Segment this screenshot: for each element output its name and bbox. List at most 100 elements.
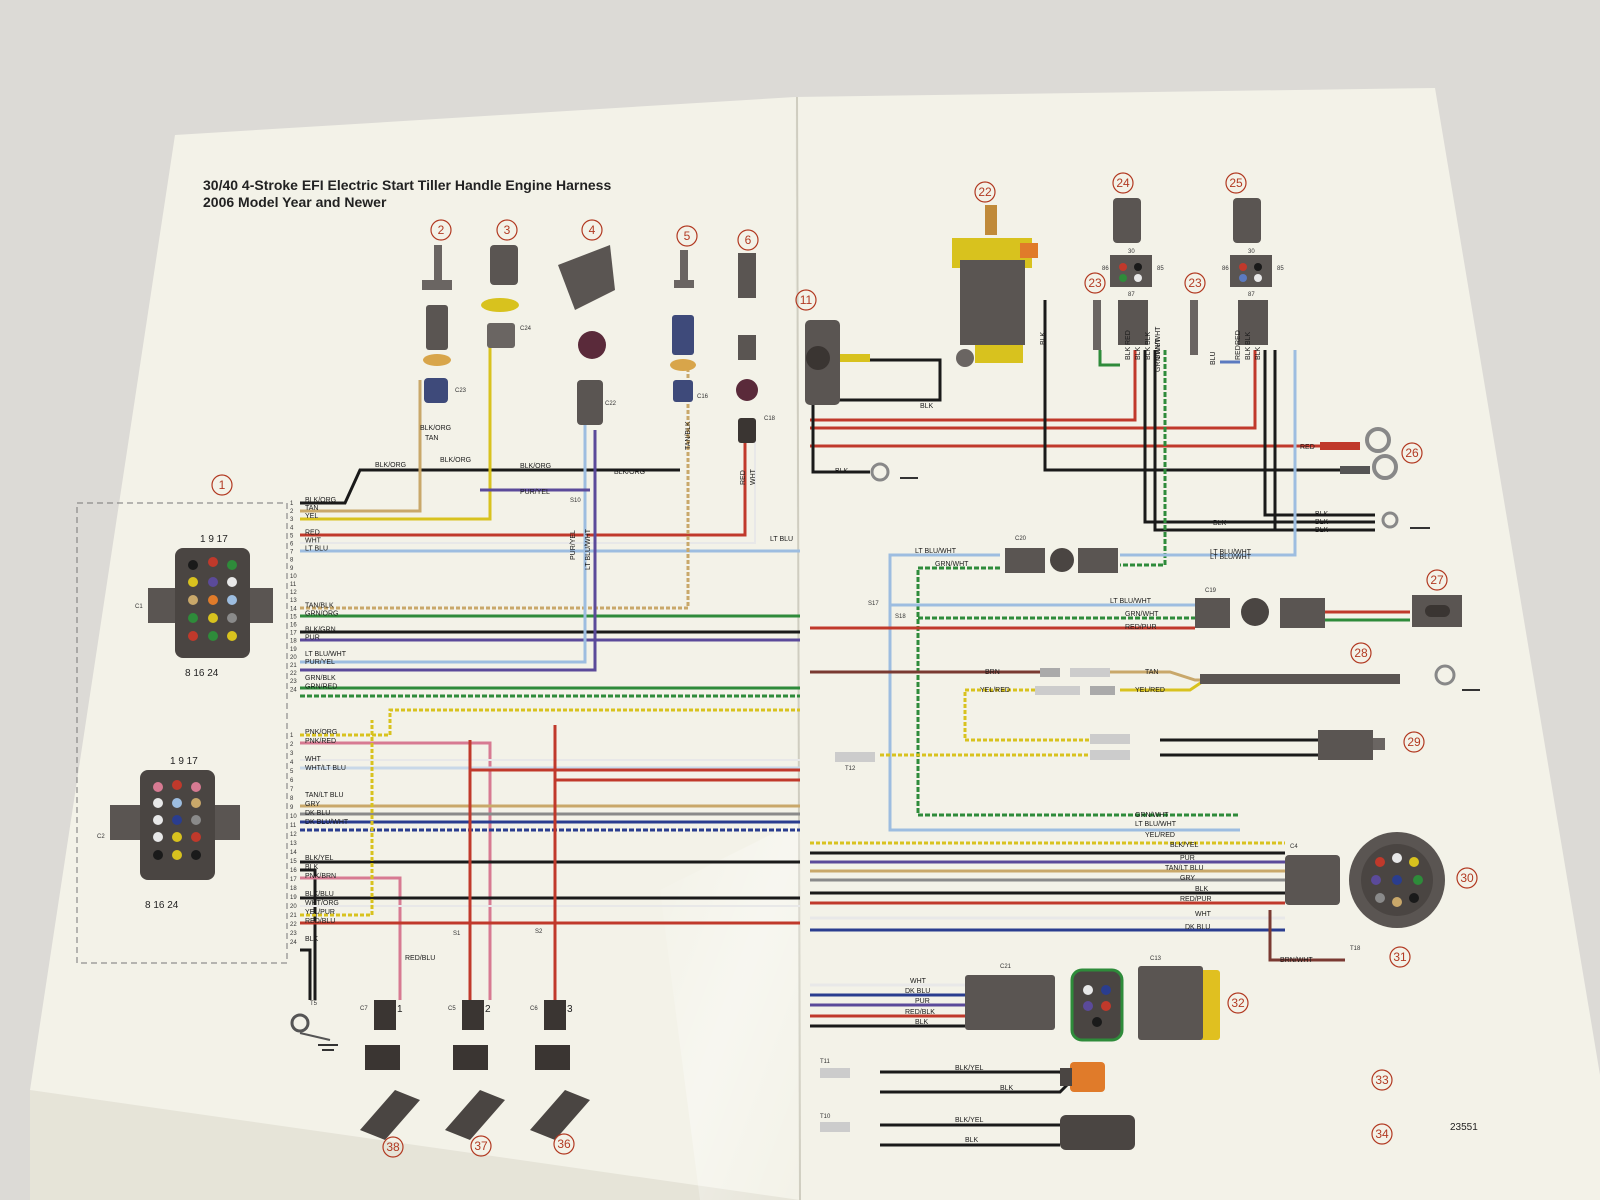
wire-label: RED/PUR <box>1125 624 1157 631</box>
wire-label: BLK <box>920 403 934 410</box>
callout-circle <box>430 219 452 241</box>
pin-wire-label: WHT/LT BLU <box>305 765 346 772</box>
wire-label: RED <box>1235 330 1242 345</box>
wire-label: BLK/YEL <box>955 1117 984 1124</box>
callout-number: 30 <box>1460 871 1474 885</box>
wire-label: LT BLU/WHT <box>915 548 957 555</box>
connector-label: C16 <box>697 394 709 400</box>
splice-label: S2 <box>535 929 543 935</box>
c1-label: C1 <box>135 604 143 610</box>
pin-number: 1 <box>290 733 294 739</box>
pin-number: 4 <box>290 525 294 531</box>
component-33 <box>820 1062 1105 1092</box>
pin-number: 11 <box>290 582 297 588</box>
pin-wire-label: GRY <box>305 801 320 808</box>
callout-circle <box>1184 272 1206 294</box>
callout-circle <box>1389 946 1411 968</box>
wire-label: RED <box>740 470 747 485</box>
connector-label: C23 <box>455 388 467 394</box>
pin-number: 24 <box>290 687 297 693</box>
connector-32-face <box>1070 968 1124 1042</box>
callout-number: 28 <box>1354 646 1368 660</box>
injector-number: 3 <box>567 1004 573 1015</box>
pin-wire-label: BLK <box>305 864 319 871</box>
pin-wire-label: BLK/YEL <box>305 855 334 862</box>
pin-number: 10 <box>290 574 297 580</box>
callout-number: 32 <box>1231 996 1245 1010</box>
wire-label: BLK <box>1145 331 1152 345</box>
callout-number: 27 <box>1430 573 1444 587</box>
pin-wire-label: WHT <box>305 756 322 763</box>
pin-number: 3 <box>290 751 294 757</box>
wire-label: BLK <box>1315 527 1329 534</box>
callout-number: 6 <box>745 233 752 247</box>
pin-number: 18 <box>290 639 297 645</box>
starter-solenoid-22 <box>952 205 1038 367</box>
pin-number: 2 <box>290 742 294 748</box>
wire-label: BLK <box>1245 346 1252 360</box>
pin-number: 17 <box>290 631 297 637</box>
pin-number: 5 <box>290 533 294 539</box>
callout-circle <box>1225 172 1247 194</box>
connector-c19 <box>1195 595 1462 628</box>
terminal-label: T18 <box>1350 946 1361 952</box>
terminal-label: T11 <box>820 1059 831 1065</box>
splice-label: S18 <box>895 614 906 620</box>
callout-number: 25 <box>1229 176 1243 190</box>
wire-label: BLK <box>915 1019 929 1026</box>
c2-label: C2 <box>97 834 105 840</box>
right-wiring <box>810 300 1410 1147</box>
wire-label: BRN/WHT <box>1280 957 1313 964</box>
pin-number: 10 <box>290 814 297 820</box>
callout-number: 3 <box>504 223 511 237</box>
wire-label: BLK <box>1213 520 1227 527</box>
pin-number: 19 <box>290 647 297 653</box>
wire-label: LT BLU/WHT <box>1210 554 1252 561</box>
callout-circle <box>1227 992 1249 1014</box>
wire-label: TAN/BLK <box>685 421 692 450</box>
wire-label: BLU <box>1210 351 1217 365</box>
callout-circle <box>581 219 603 241</box>
wire-label: LT BLU <box>770 536 793 543</box>
wire-label: BLK <box>1000 1085 1014 1092</box>
wire-label: WHT <box>750 468 757 485</box>
pin-number: 12 <box>290 832 297 838</box>
pin-wire-label: RED/BLU <box>305 918 335 925</box>
pin-number: 8 <box>290 558 294 564</box>
connector-c21 <box>965 975 1055 1030</box>
wire-label: BLK <box>835 468 849 475</box>
pin-number: 15 <box>290 859 297 865</box>
component-29 <box>835 730 1385 762</box>
wire-label: BLK <box>1145 346 1152 360</box>
wire-label: BLK <box>1315 519 1329 526</box>
callout-circle <box>737 229 759 251</box>
ecm-connector-c2 <box>110 770 240 880</box>
pin-number: 13 <box>290 841 297 847</box>
relay-terminal-label: 30 <box>1248 249 1255 255</box>
wire-label: BLK <box>965 1137 979 1144</box>
wire-label: TAN <box>1145 669 1158 676</box>
pin-number: 24 <box>290 940 297 946</box>
wire-label: BLK <box>1315 511 1329 518</box>
pin-wire-label: YEL/PUR <box>305 909 335 916</box>
sensor-4 <box>558 245 615 425</box>
wire-label: BLK/YEL <box>955 1065 984 1072</box>
wire-label: PUR <box>1180 855 1195 862</box>
pin-number: 20 <box>290 904 297 910</box>
callout-circle <box>1371 1069 1393 1091</box>
callout-circle <box>1403 731 1425 753</box>
callout-circle <box>1401 442 1423 464</box>
pin-number: 1 <box>290 501 294 507</box>
callout-circle <box>1084 272 1106 294</box>
callout-number: 23 <box>1188 276 1202 290</box>
callout-number: 26 <box>1405 446 1419 460</box>
relay-terminal-label: 85 <box>1157 266 1164 272</box>
pin-number: 12 <box>290 590 297 596</box>
wire-label: BLK/YEL <box>1170 842 1199 849</box>
pin-wire-label: BLK/GRN <box>305 627 336 634</box>
pin-number: 17 <box>290 877 297 883</box>
relay-terminal-label: 85 <box>1277 266 1284 272</box>
c2-pin-bottom: 8 16 24 <box>145 900 179 911</box>
